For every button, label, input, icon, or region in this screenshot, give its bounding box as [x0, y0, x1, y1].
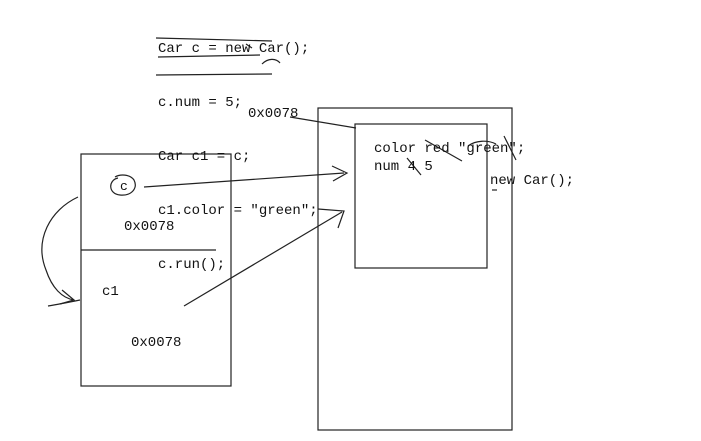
- underline-2: [157, 54, 261, 58]
- strike-red: [424, 139, 463, 162]
- field-color: color red "green";: [374, 141, 526, 157]
- c1-address-value: 0x0078: [131, 335, 182, 351]
- car-object-box: [354, 123, 488, 269]
- code-line: c.num = 5;: [158, 95, 243, 111]
- stack-frame-box: [80, 153, 232, 387]
- code-line: c.run();: [158, 257, 226, 273]
- strike-num-4: [406, 157, 422, 176]
- field-num: num 4 5: [374, 159, 433, 175]
- code-line: Car c = new Car();: [158, 41, 310, 57]
- code-line: Car c1 = c;: [158, 149, 251, 165]
- circle-around-c: [110, 174, 136, 196]
- copy-arrow-c-to-c1: [41, 196, 81, 307]
- c-address-value: 0x0078: [124, 219, 175, 235]
- tick-mark: [245, 43, 253, 49]
- code-block: Car c = new Car(); c.num = 5; Car c1 = c…: [158, 4, 318, 310]
- code-underlines: [155, 37, 273, 76]
- underline-1: [155, 37, 273, 42]
- var-c-label: c: [120, 179, 128, 194]
- underline-3: [155, 73, 273, 76]
- green-marks: [261, 58, 517, 161]
- code-line: c1.color = "green";: [158, 203, 318, 219]
- heap-box: [317, 107, 513, 431]
- arrow-c-to-object: [143, 165, 349, 188]
- arrow-c1-to-object: [183, 208, 345, 307]
- new-car-label: new Car();: [490, 173, 575, 189]
- heap-address-label: 0x0078: [248, 106, 299, 122]
- var-c1-label: c1: [102, 284, 119, 300]
- address-leader-line: [289, 116, 357, 129]
